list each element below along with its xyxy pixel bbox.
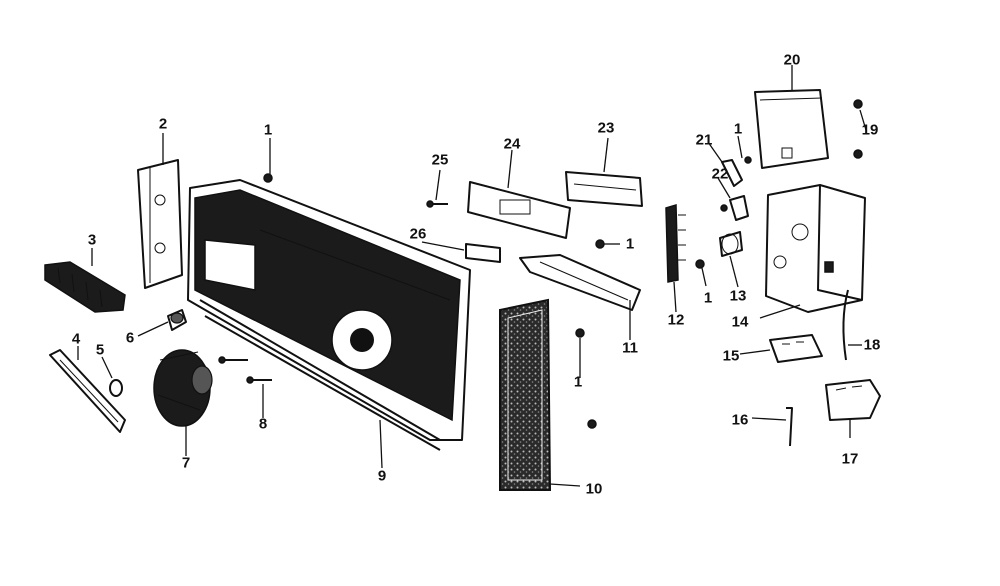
part-side-trim bbox=[499, 298, 552, 491]
callout-3: 3 bbox=[87, 231, 97, 249]
callout-1: 1 bbox=[733, 120, 743, 138]
callout-1: 1 bbox=[263, 121, 273, 139]
callout-20: 20 bbox=[783, 51, 801, 69]
part-button-strip bbox=[44, 261, 126, 313]
callout-18: 18 bbox=[863, 336, 881, 354]
part-timer-box bbox=[765, 184, 866, 313]
callout-4: 4 bbox=[71, 330, 81, 348]
part-screw-25 bbox=[426, 200, 448, 208]
callout-12: 12 bbox=[667, 311, 685, 329]
callout-2: 2 bbox=[158, 115, 168, 133]
part-clip-small bbox=[720, 195, 749, 221]
part-screws bbox=[218, 356, 272, 384]
part-pin-terminal bbox=[786, 407, 793, 447]
callout-24: 24 bbox=[503, 135, 521, 153]
part-clip bbox=[109, 379, 123, 397]
callout-17: 17 bbox=[841, 450, 859, 468]
part-cover bbox=[754, 89, 829, 169]
part-small-switch bbox=[465, 243, 501, 263]
callout-25: 25 bbox=[431, 151, 449, 169]
part-connector-rail bbox=[565, 171, 643, 207]
callout-7: 7 bbox=[181, 454, 191, 472]
callout-21: 21 bbox=[695, 131, 713, 149]
part-mounting-bracket bbox=[519, 254, 641, 311]
leader-lines bbox=[77, 65, 867, 487]
part-mounting-plate bbox=[467, 181, 571, 239]
callout-11: 11 bbox=[622, 339, 638, 357]
part-wire-lead bbox=[842, 289, 849, 361]
callout-13: 13 bbox=[729, 287, 747, 305]
callout-19: 19 bbox=[861, 121, 879, 139]
callout-9: 9 bbox=[377, 467, 387, 485]
callout-14: 14 bbox=[731, 313, 749, 331]
part-switch bbox=[769, 334, 823, 363]
part-connector-block bbox=[825, 379, 881, 421]
callout-16: 16 bbox=[731, 411, 749, 429]
callout-26: 26 bbox=[409, 225, 427, 243]
callout-15: 15 bbox=[722, 347, 740, 365]
callout-1: 1 bbox=[625, 235, 635, 253]
part-terminal-strip bbox=[665, 203, 686, 283]
callout-5: 5 bbox=[95, 341, 105, 359]
part-end-cap-left bbox=[137, 159, 183, 289]
callout-23: 23 bbox=[597, 119, 615, 137]
part-capacitor bbox=[719, 231, 743, 257]
part-knob-shaft bbox=[167, 309, 187, 331]
callout-10: 10 bbox=[585, 480, 603, 498]
callout-6: 6 bbox=[125, 329, 135, 347]
part-screws-1 bbox=[263, 173, 705, 429]
part-control-knob bbox=[153, 349, 213, 427]
callout-22: 22 bbox=[711, 165, 729, 183]
part-small-bracket bbox=[721, 156, 752, 187]
part-screws-top-right bbox=[853, 99, 863, 159]
part-rail-bar bbox=[49, 349, 126, 433]
callout-1: 1 bbox=[703, 289, 713, 307]
callout-8: 8 bbox=[258, 415, 268, 433]
callout-1: 1 bbox=[573, 373, 583, 391]
part-control-panel bbox=[187, 179, 471, 451]
